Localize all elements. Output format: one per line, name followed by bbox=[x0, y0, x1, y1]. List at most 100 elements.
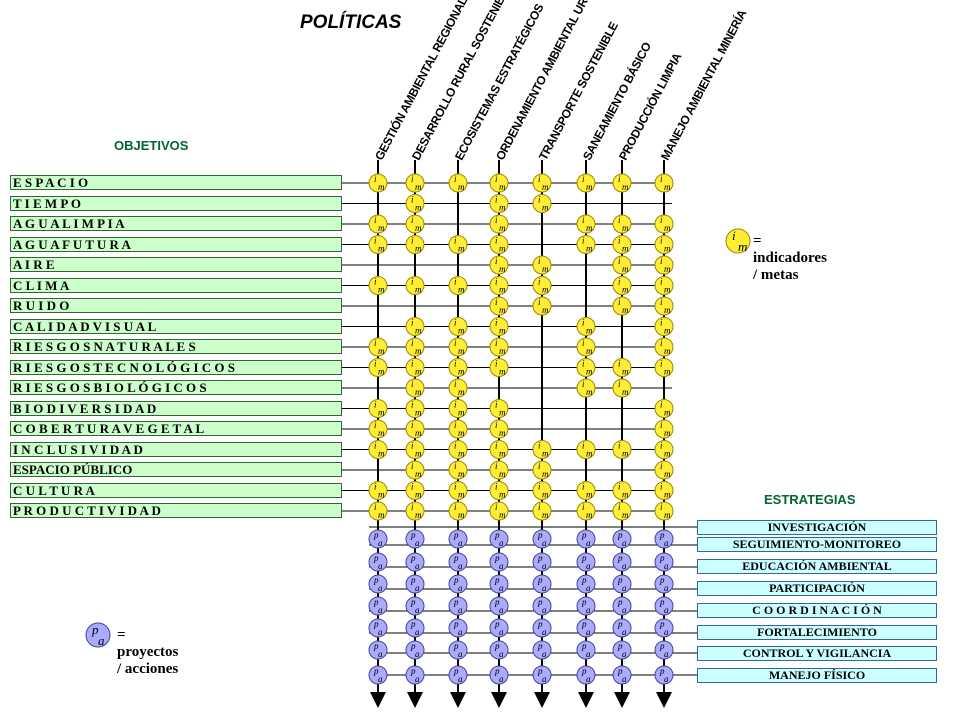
indicator-node: im bbox=[532, 460, 552, 480]
indicator-node-bottom-letter: m bbox=[664, 490, 671, 500]
indicator-node-top-letter: i bbox=[454, 420, 457, 430]
indicator-node-circle bbox=[654, 317, 674, 336]
indicator-node-bottom-letter: m bbox=[664, 408, 671, 418]
project-node-circle bbox=[489, 552, 509, 572]
indicator-node-bottom-letter: m bbox=[458, 346, 465, 356]
indicator-node-bottom-letter: m bbox=[622, 182, 629, 192]
indicator-node: im bbox=[576, 378, 596, 398]
project-node-bottom-letter: a bbox=[586, 674, 591, 684]
project-node-top-letter: p bbox=[537, 575, 543, 585]
project-node: pa bbox=[405, 574, 425, 594]
indicator-node: im bbox=[405, 235, 425, 254]
indicator-node-circle bbox=[576, 214, 596, 234]
indicator-node: im bbox=[405, 173, 425, 193]
indicator-node-bottom-letter: m bbox=[499, 408, 506, 418]
project-node-circle bbox=[405, 574, 425, 594]
indicator-node-top-letter: i bbox=[495, 277, 498, 287]
indicator-node: im bbox=[654, 419, 674, 439]
indicator-node-circle bbox=[576, 481, 596, 500]
indicator-node-circle bbox=[489, 481, 509, 500]
project-node-top-letter: p bbox=[373, 530, 379, 540]
indicator-node-top-letter: i bbox=[411, 174, 414, 184]
indicator-node-circle bbox=[448, 173, 468, 193]
indicator-node-circle bbox=[448, 358, 468, 377]
indicator-node-bottom-letter: m bbox=[458, 387, 465, 397]
strategy-item: EDUCACIÓN AMBIENTAL bbox=[697, 559, 937, 574]
project-node: pa bbox=[368, 574, 388, 594]
project-node-circle bbox=[368, 529, 388, 549]
project-node-circle bbox=[612, 596, 632, 616]
indicator-node: im bbox=[612, 440, 632, 459]
indicator-node: im bbox=[405, 276, 425, 295]
indicator-node-bottom-letter: m bbox=[499, 346, 506, 356]
indicator-node-bottom-letter: m bbox=[586, 244, 593, 254]
indicator-node-circle bbox=[576, 337, 596, 357]
indicator-node-bottom-letter: m bbox=[542, 510, 549, 520]
indicator-node-bottom-letter: m bbox=[664, 285, 671, 295]
project-node-bottom-letter: a bbox=[664, 605, 669, 615]
indicator-node: im bbox=[489, 501, 509, 521]
project-node-circle bbox=[612, 552, 632, 572]
indicator-node-top-letter: i bbox=[582, 502, 585, 512]
indicator-node-bottom-letter: m bbox=[458, 469, 465, 479]
indicator-node-circle bbox=[532, 255, 552, 275]
project-node-bottom-letter: a bbox=[586, 583, 591, 593]
indicator-node-bottom-letter: m bbox=[415, 408, 422, 418]
indicator-node-bottom-letter: m bbox=[499, 449, 506, 459]
indicator-node: im bbox=[576, 173, 596, 193]
project-node-top-letter: p bbox=[494, 666, 500, 676]
project-node: pa bbox=[368, 665, 388, 685]
indicator-node-circle bbox=[612, 276, 632, 295]
indicator-node-bottom-letter: m bbox=[664, 182, 671, 192]
indicator-node: im bbox=[654, 460, 674, 480]
project-node-top-letter: p bbox=[494, 575, 500, 585]
indicator-node-circle bbox=[448, 337, 468, 357]
indicator-node-bottom-letter: m bbox=[458, 428, 465, 438]
project-node: pa bbox=[448, 552, 468, 572]
project-node-top-letter: p bbox=[581, 597, 587, 607]
project-node-bottom-letter: a bbox=[415, 627, 420, 637]
project-node: pa bbox=[532, 529, 552, 549]
indicator-node-top-letter: i bbox=[454, 461, 457, 471]
indicator-node-bottom-letter: m bbox=[499, 367, 506, 377]
indicator-node: im bbox=[576, 481, 596, 500]
indicator-node-bottom-letter: m bbox=[499, 305, 506, 315]
project-node: pa bbox=[654, 552, 674, 572]
project-node: pa bbox=[654, 574, 674, 594]
project-node-circle bbox=[532, 529, 552, 549]
indicator-node: im bbox=[654, 235, 674, 254]
indicator-node: im bbox=[489, 173, 509, 193]
project-node-top-letter: p bbox=[494, 597, 500, 607]
indicator-node: im bbox=[654, 440, 674, 459]
project-node-circle bbox=[405, 596, 425, 616]
project-node-top-letter: p bbox=[617, 530, 623, 540]
indicator-node: im bbox=[448, 276, 468, 295]
objectives-header: OBJETIVOS bbox=[114, 138, 189, 153]
project-node-top-letter: p bbox=[410, 641, 416, 651]
project-node: pa bbox=[489, 529, 509, 549]
project-node-top-letter: p bbox=[410, 666, 416, 676]
indicator-node-top-letter: i bbox=[411, 277, 414, 287]
project-node-top-letter: p bbox=[581, 553, 587, 563]
indicator-node-circle bbox=[489, 501, 509, 521]
indicator-node-top-letter: i bbox=[618, 256, 621, 266]
objective-item: R I E S G O S B I O L Ó G I C O S bbox=[10, 380, 342, 395]
project-node-top-letter: p bbox=[581, 575, 587, 585]
indicator-node-top-letter: i bbox=[618, 441, 621, 451]
project-node-top-letter: p bbox=[659, 530, 665, 540]
indicator-node-circle bbox=[612, 440, 632, 459]
indicator-node-bottom-letter: m bbox=[542, 203, 549, 213]
project-node-top-letter: p bbox=[453, 666, 459, 676]
project-node-top-letter: p bbox=[537, 597, 543, 607]
indicator-node: im bbox=[576, 440, 596, 459]
project-node: pa bbox=[654, 596, 674, 616]
indicator-node-top-letter: i bbox=[495, 420, 498, 430]
project-node-bottom-letter: a bbox=[378, 561, 383, 571]
project-node: pa bbox=[489, 596, 509, 616]
project-node-bottom-letter: a bbox=[542, 538, 547, 548]
indicator-node: im bbox=[612, 235, 632, 254]
indicator-node-bottom-letter: m bbox=[664, 469, 671, 479]
project-node-circle bbox=[448, 529, 468, 549]
project-legend-text: = proyectos / acciones bbox=[117, 627, 179, 677]
indicator-node: im bbox=[368, 358, 388, 377]
